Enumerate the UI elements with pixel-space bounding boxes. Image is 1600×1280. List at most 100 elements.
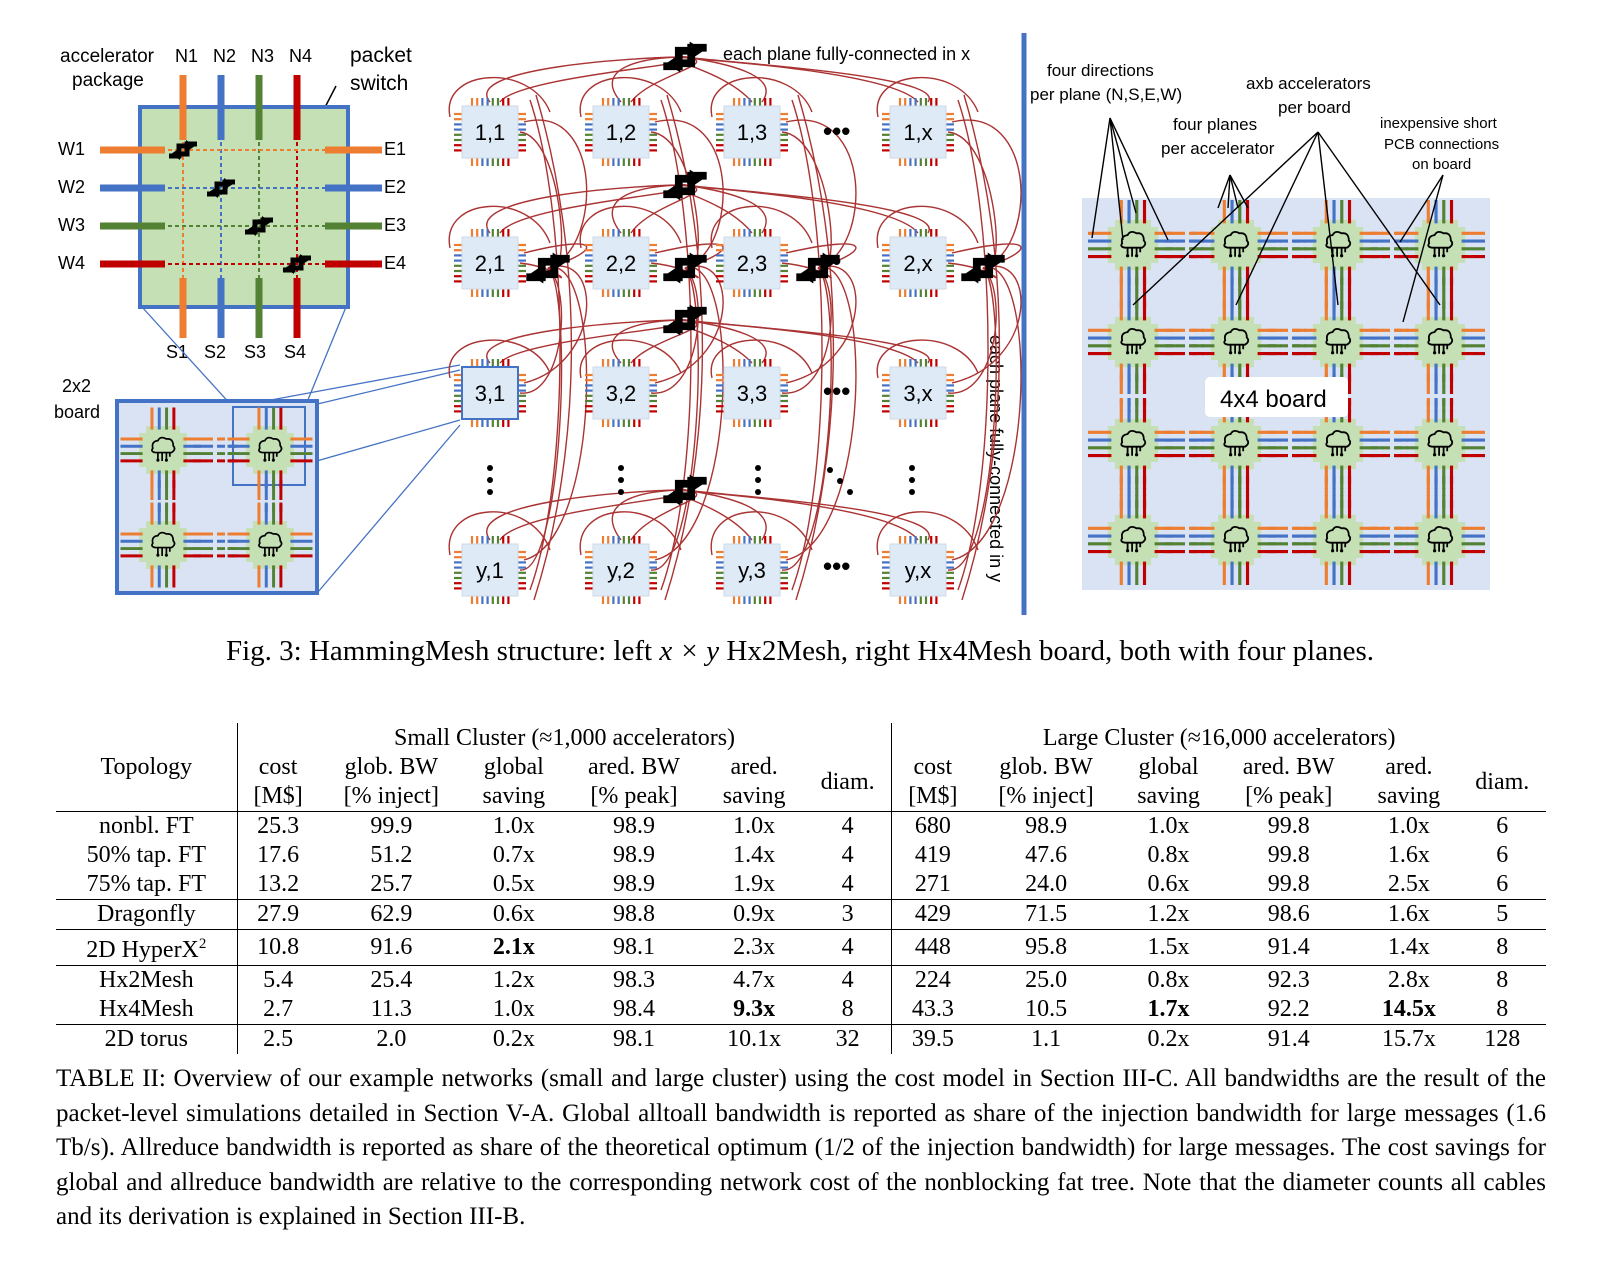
- col-header: ared. BW: [1242, 754, 1335, 780]
- value-cell: 0.2x: [1118, 1024, 1219, 1054]
- cell-text: 4.7x: [733, 967, 776, 993]
- chip-label: y,1: [476, 558, 504, 583]
- topology-cell: Dragonfly: [56, 899, 238, 930]
- cell-text: 5.4: [263, 967, 294, 993]
- col-subheader: saving: [722, 783, 786, 809]
- value-cell: 62.9: [318, 899, 465, 930]
- large-cluster-header: Large Cluster (≈16,000 accelerators): [1042, 725, 1396, 751]
- value-cell: 0.8x: [1118, 965, 1219, 995]
- value-cell: 0.7x: [464, 841, 564, 870]
- cell-text: 91.6: [370, 934, 413, 960]
- value-cell: 4: [803, 965, 893, 995]
- cell-text: 50% tap. FT: [86, 842, 206, 868]
- value-cell: 91.4: [1218, 1024, 1360, 1054]
- accelerator-label-line2: package: [72, 70, 144, 91]
- value-cell: 99.8: [1218, 870, 1359, 900]
- ellipsis-row1: •••: [823, 116, 850, 146]
- value-cell: 99.8: [1218, 811, 1360, 841]
- value-cell: 51.2: [319, 841, 464, 870]
- accelerator-chip: 3,1: [454, 359, 526, 427]
- value-cell: 8: [1458, 929, 1546, 966]
- hammingmesh-figure: accelerator package packet switch: [54, 33, 1499, 615]
- annotation-pointers: [1091, 117, 1444, 323]
- value-cell: 0.8x: [1119, 841, 1219, 870]
- cell-text: 10.1x: [727, 1026, 782, 1052]
- col-header: ared.: [1385, 754, 1433, 780]
- value-cell: 1.4x: [704, 841, 804, 870]
- cell-text: 99.8: [1267, 842, 1310, 868]
- value-cell: 2.5x: [1359, 870, 1459, 900]
- value-cell: 1.0x: [1359, 811, 1459, 841]
- value-cell: 6: [1459, 870, 1546, 900]
- value-cell: 1.5x: [1118, 929, 1219, 966]
- cell-text: 4: [841, 871, 854, 897]
- pcb-label-line3: on board: [1412, 156, 1471, 173]
- value-cell: 2.0: [318, 1024, 465, 1054]
- accelerator-chip: 2,2: [585, 229, 657, 297]
- port-label-e3: E3: [384, 215, 406, 235]
- value-cell: 0.6x: [1119, 870, 1219, 900]
- cell-text: 98.8: [612, 901, 655, 927]
- cell-text: 1.2x: [492, 967, 535, 993]
- port-label-e4: E4: [384, 253, 406, 273]
- value-cell: 13.2: [237, 870, 318, 900]
- cell-text: 1.0x: [1147, 813, 1190, 839]
- col-subheader: saving: [1137, 783, 1200, 809]
- value-cell: 2.3x: [704, 929, 804, 966]
- col-subheader: [M$]: [908, 783, 958, 809]
- vertical-ellipses: [487, 465, 915, 495]
- board-4x4-label: 4x4 board: [1220, 386, 1327, 413]
- value-cell: 680: [891, 811, 974, 841]
- value-cell: 0.9x: [704, 899, 804, 930]
- value-cell: 1.7x: [1119, 995, 1219, 1025]
- cell-text: 91.4: [1267, 934, 1310, 960]
- accelerator-chip: [120, 407, 206, 493]
- cell-text: 0.2x: [492, 1026, 535, 1052]
- topology-cell: 50% tap. FT: [56, 841, 238, 870]
- value-cell: 43.3: [892, 995, 973, 1025]
- chip-label: 1,x: [903, 120, 932, 145]
- cell-text: 1.5x: [1147, 934, 1190, 960]
- value-cell: 9.3x: [704, 995, 804, 1025]
- cell-text: 2.8x: [1387, 967, 1430, 993]
- cell-text: 4: [841, 842, 854, 868]
- port-label-s3: S3: [244, 342, 266, 362]
- topology-header: Topology: [56, 723, 238, 812]
- col-header: diam.: [1475, 768, 1530, 795]
- value-cell: 1.4x: [1359, 929, 1459, 966]
- value-cell: 4.7x: [704, 965, 804, 995]
- cell-text: 3: [841, 901, 854, 927]
- cell-text: 5: [1496, 901, 1509, 927]
- cell-text: 91.4: [1267, 1026, 1310, 1052]
- cell-text: 0.5x: [492, 871, 535, 897]
- col-header: ared. BW: [587, 754, 680, 780]
- cell-text: 8: [1496, 996, 1509, 1022]
- accelerator-chip: 2,3: [716, 229, 788, 297]
- value-cell: 10.8: [237, 929, 319, 966]
- cell-text: 39.5: [911, 1026, 954, 1052]
- value-cell: 448: [891, 929, 974, 966]
- cell-text: 6: [1496, 871, 1509, 897]
- cell-text: 2D torus: [104, 1026, 188, 1052]
- value-cell: 8: [803, 995, 893, 1025]
- chip-label: 3,3: [737, 381, 768, 406]
- value-cell: 2.5: [237, 1024, 319, 1054]
- cell-text: 10.5: [1025, 996, 1068, 1022]
- value-cell: 1.2x: [1118, 899, 1219, 930]
- four-directions-label-line1: four directions: [1047, 61, 1154, 80]
- topology-cell: nonbl. FT: [56, 811, 238, 841]
- value-cell: 10.1x: [704, 1024, 804, 1054]
- chip-label: y,x: [905, 558, 931, 583]
- cell-text: 1.6x: [1387, 901, 1430, 927]
- col-header: glob. BW: [999, 754, 1093, 780]
- cell-text: 1.9x: [733, 871, 776, 897]
- pcb-label-line1: inexpensive short: [1380, 115, 1498, 132]
- port-label-w2: W2: [58, 177, 85, 197]
- value-cell: 98.8: [563, 899, 705, 930]
- value-cell: 91.6: [318, 929, 465, 966]
- value-cell: 25.3: [237, 811, 319, 841]
